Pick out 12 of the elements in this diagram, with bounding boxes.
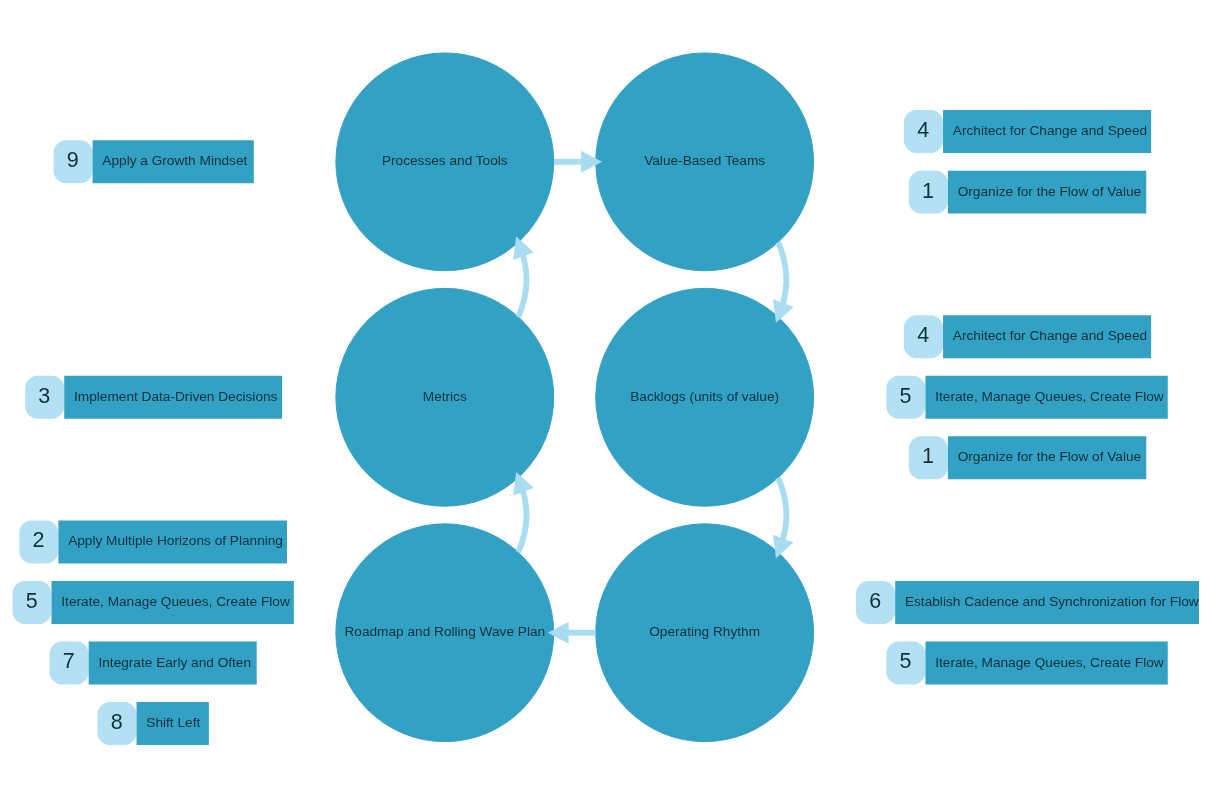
- arrow: [554, 150, 602, 173]
- arrow: [773, 476, 794, 559]
- arrow: [513, 471, 534, 554]
- node-circle: Value-Based Teams: [595, 52, 815, 272]
- node-circle: Roadmap and Rolling Wave Plan: [335, 523, 555, 743]
- node-circle: Operating Rhythm: [595, 523, 815, 743]
- node-circle: Metrics: [335, 287, 555, 507]
- node-circle: Backlogs (units of value): [595, 287, 815, 507]
- arrow: [513, 236, 534, 318]
- arrow: [547, 621, 596, 644]
- node-circle: Processes and Tools: [335, 52, 555, 272]
- arrow: [773, 241, 794, 323]
